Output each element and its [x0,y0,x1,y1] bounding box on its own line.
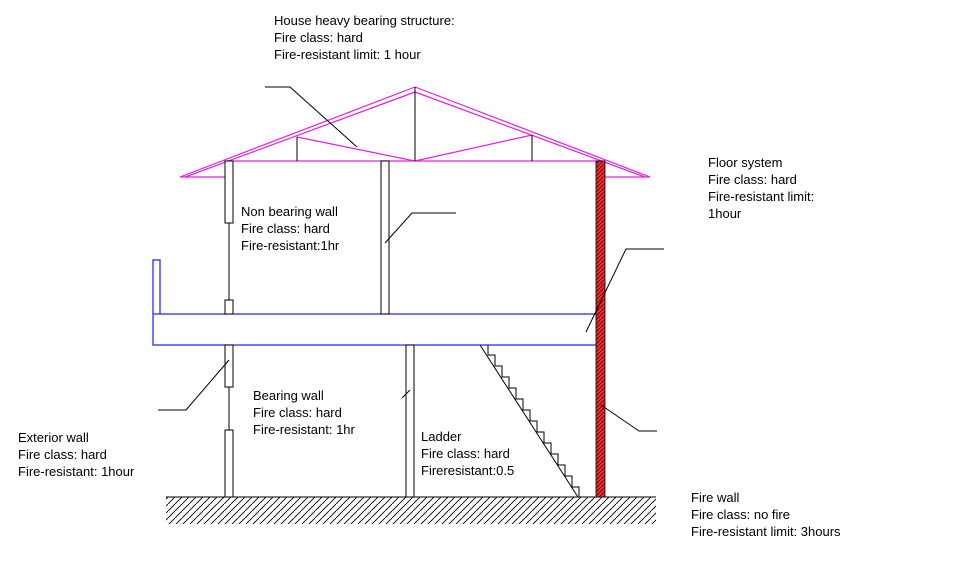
nonbearing-leader [384,212,456,244]
bearing-label: Bearing wall Fire class: hard Fire-resis… [253,388,356,437]
floor-label-line-4: 1hour [708,206,742,221]
floor-label-line-3: Fire-resistant limit: [708,189,814,204]
exterior-wall [224,160,234,498]
floor-label-line-2: Fire class: hard [708,172,797,187]
ladder-label-line-1: Ladder [421,429,462,444]
non-bearing-wall [380,160,390,315]
bearing-wall [405,344,415,498]
firewall-leader [600,404,657,432]
floor-label-line-1: Floor system [708,155,782,170]
exterior-label-line-2: Fire class: hard [18,447,107,462]
bearing-leader [401,389,411,399]
exterior-leader [158,359,230,411]
exterior-label-line-3: Fire-resistant: 1hour [18,464,135,479]
roof-truss [179,86,651,178]
floor-label: Floor system Fire class: hard Fire-resis… [708,155,814,221]
firewall-label-line-1: Fire wall [691,490,740,505]
nonbearing-label: Non bearing wall Fire class: hard Fire-r… [241,204,340,253]
exterior-label-line-1: Exterior wall [18,430,89,445]
nonbearing-label-line-3: Fire-resistant:1hr [241,238,340,253]
nonbearing-label-line-2: Fire class: hard [241,221,330,236]
staircase [479,344,586,498]
leader-lines [158,86,664,432]
floor-slab [152,259,605,346]
roof-leader [265,86,358,148]
roof-label-line-2: Fire class: hard [274,30,363,45]
roof-label: House heavy bearing structure: Fire clas… [274,13,455,62]
roof-vertical-posts [296,87,533,161]
floor-leader [585,248,664,333]
ladder-label-line-3: Fireresistant:0.5 [421,463,514,478]
roof-label-line-1: House heavy bearing structure: [274,13,455,28]
fire-wall [595,160,606,498]
exterior-label: Exterior wall Fire class: hard Fire-resi… [18,430,135,479]
bearing-label-line-2: Fire class: hard [253,405,342,420]
ladder-label-line-2: Fire class: hard [421,446,510,461]
firewall-label-line-2: Fire class: no fire [691,507,790,522]
roof-label-line-3: Fire-resistant limit: 1 hour [274,47,421,62]
bearing-label-line-3: Fire-resistant: 1hr [253,422,356,437]
ground [166,496,656,524]
nonbearing-label-line-1: Non bearing wall [241,204,338,219]
firewall-label-line-3: Fire-resistant limit: 3hours [691,524,841,539]
bearing-label-line-1: Bearing wall [253,388,324,403]
firewall-label: Fire wall Fire class: no fire Fire-resis… [691,490,841,539]
ladder-label: Ladder Fire class: hard Fireresistant:0.… [421,429,514,478]
